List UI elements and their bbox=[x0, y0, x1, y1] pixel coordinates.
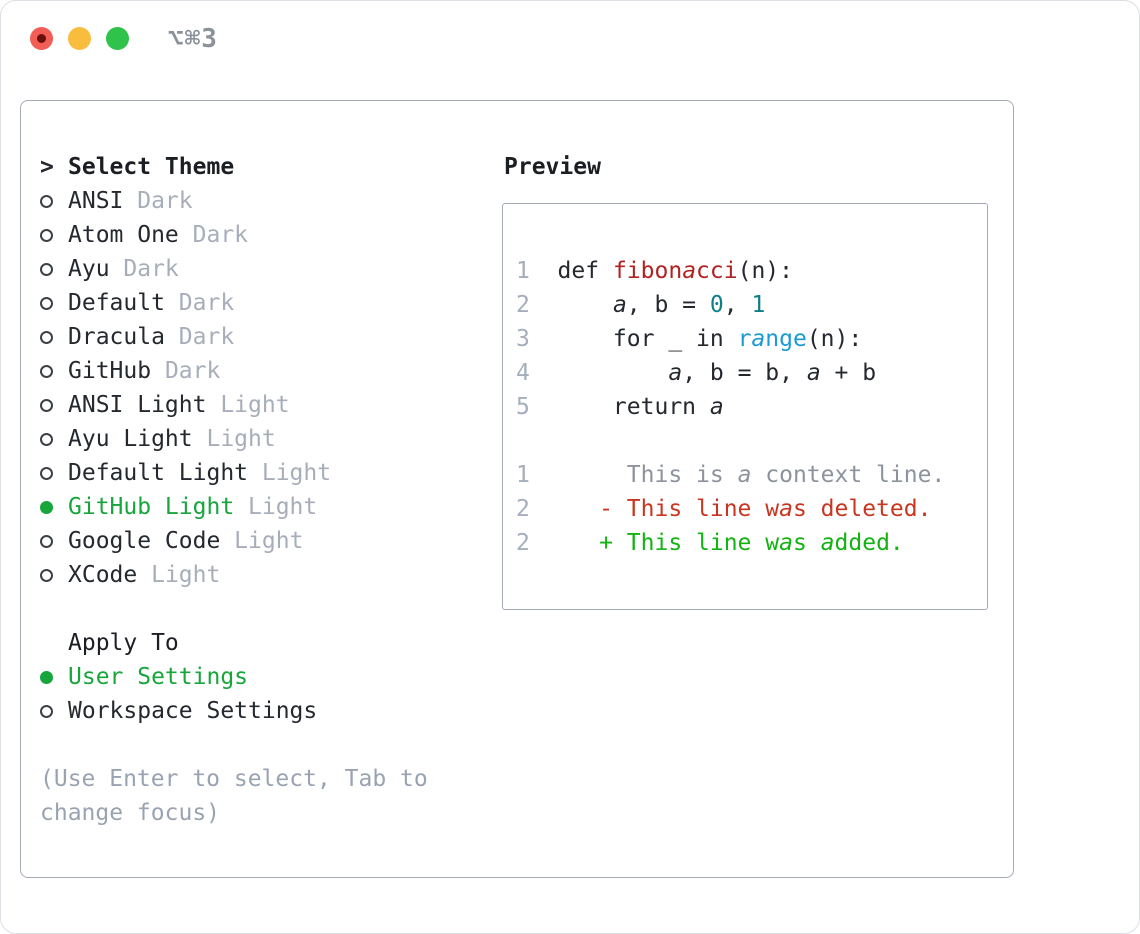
left-column: > Select Theme ANSI Dark Atom One Dark A… bbox=[40, 150, 490, 830]
section-gap bbox=[40, 592, 490, 626]
apply-to-title: Apply To bbox=[68, 630, 179, 656]
preview-header-row: Preview bbox=[504, 150, 988, 184]
preview-code-line: 2 a, b = 0, 1 bbox=[516, 292, 766, 318]
select-theme-header-row: > Select Theme bbox=[40, 150, 490, 184]
preview-code-line: 2 + This line was added. bbox=[516, 530, 904, 556]
theme-option[interactable]: Default Light Light bbox=[40, 456, 490, 490]
item-tag: Light bbox=[248, 460, 332, 486]
minimize-button[interactable] bbox=[68, 27, 91, 50]
radio-icon bbox=[40, 432, 68, 446]
item-tag: Light bbox=[220, 528, 304, 554]
item-label: Ayu bbox=[68, 256, 110, 282]
radio-icon bbox=[40, 296, 68, 310]
code-preview-box: 1 def fibonacci(n): 2 a, b = 0, 1 3 for _ … bbox=[502, 203, 988, 610]
radio-icon bbox=[40, 534, 68, 548]
window-title: ⌥⌘3 bbox=[168, 23, 218, 54]
item-label: ANSI bbox=[68, 188, 124, 214]
item-tag: Dark bbox=[164, 324, 235, 350]
apply-target-option[interactable]: User Settings bbox=[40, 660, 490, 694]
item-tag: Dark bbox=[151, 358, 221, 384]
item-label: ANSI Light bbox=[68, 392, 207, 418]
select-theme-title: Select Theme bbox=[68, 154, 235, 180]
theme-option[interactable]: Atom One Dark bbox=[40, 218, 490, 252]
item-label: Default bbox=[68, 290, 165, 316]
item-label: Google Code bbox=[68, 528, 221, 554]
zoom-button[interactable] bbox=[106, 27, 129, 50]
preview-code-line: 2 - This line was deleted. bbox=[516, 496, 932, 522]
radio-icon bbox=[40, 262, 68, 276]
item-tag: Dark bbox=[123, 188, 193, 214]
apply-target-option[interactable]: Workspace Settings bbox=[40, 694, 490, 728]
item-label: XCode bbox=[68, 562, 138, 588]
item-tag: Light bbox=[192, 426, 276, 452]
preview-column: Preview 1 def fibonacci(n): 2 a, b = 0, 1… bbox=[502, 150, 988, 610]
apply-to-header-row: Apply To bbox=[40, 626, 490, 660]
item-tag: Dark bbox=[164, 290, 235, 316]
item-label: GitHub Light bbox=[68, 494, 235, 520]
preview-code-line: 3 for _ in range(n): bbox=[516, 326, 863, 352]
radio-icon bbox=[40, 500, 68, 514]
item-tag: Light bbox=[206, 392, 290, 418]
radio-icon bbox=[40, 670, 68, 684]
preview-code-line bbox=[516, 424, 987, 458]
title-bar: ⌥⌘3 bbox=[1, 1, 1139, 76]
traffic-lights bbox=[30, 27, 129, 50]
theme-option[interactable]: XCode Light bbox=[40, 558, 490, 592]
radio-icon bbox=[40, 364, 68, 378]
item-tag: Dark bbox=[178, 222, 249, 248]
theme-option[interactable]: GitHub Light Light bbox=[40, 490, 490, 524]
theme-option[interactable]: Dracula Dark bbox=[40, 320, 490, 354]
prompt-icon: > bbox=[40, 154, 54, 180]
item-label: Ayu Light bbox=[68, 426, 193, 452]
preview-title: Preview bbox=[504, 154, 601, 180]
theme-option[interactable]: Default Dark bbox=[40, 286, 490, 320]
item-label: Dracula bbox=[68, 324, 165, 350]
keyboard-hint-line-2: change focus) bbox=[40, 800, 221, 826]
item-label: User Settings bbox=[68, 664, 249, 690]
theme-option[interactable]: ANSI Dark bbox=[40, 184, 490, 218]
item-tag: Light bbox=[234, 494, 318, 520]
preview-code-line: 5 return a bbox=[516, 394, 724, 420]
theme-list: ANSI Dark Atom One Dark Ayu Dark Default… bbox=[40, 184, 490, 592]
keyboard-hint-line-1: (Use Enter to select, Tab to bbox=[40, 766, 428, 792]
item-label: GitHub bbox=[68, 358, 152, 384]
item-label: Workspace Settings bbox=[68, 698, 318, 724]
radio-icon bbox=[40, 568, 68, 582]
radio-icon bbox=[40, 398, 68, 412]
theme-picker-panel: > Select Theme ANSI Dark Atom One Dark A… bbox=[20, 100, 1014, 878]
theme-option[interactable]: Google Code Light bbox=[40, 524, 490, 558]
preview-code-line: 1 This is a context line. bbox=[516, 462, 946, 488]
item-tag: Light bbox=[137, 562, 221, 588]
item-label: Default Light bbox=[68, 460, 249, 486]
preview-code-line: 4 a, b = b, a + b bbox=[516, 360, 877, 386]
apply-to-list: User Settings Workspace Settings bbox=[40, 660, 490, 728]
radio-icon bbox=[40, 466, 68, 480]
theme-option[interactable]: ANSI Light Light bbox=[40, 388, 490, 422]
radio-icon bbox=[40, 194, 68, 208]
radio-icon bbox=[40, 228, 68, 242]
radio-icon bbox=[40, 704, 68, 718]
theme-option[interactable]: Ayu Light Light bbox=[40, 422, 490, 456]
radio-icon bbox=[40, 330, 68, 344]
preview-code-line: 1 def fibonacci(n): bbox=[516, 258, 793, 284]
item-tag: Dark bbox=[109, 256, 179, 282]
close-button[interactable] bbox=[30, 27, 53, 50]
item-label: Atom One bbox=[68, 222, 179, 248]
section-gap bbox=[40, 728, 490, 762]
theme-option[interactable]: Ayu Dark bbox=[40, 252, 490, 286]
theme-option[interactable]: GitHub Dark bbox=[40, 354, 490, 388]
